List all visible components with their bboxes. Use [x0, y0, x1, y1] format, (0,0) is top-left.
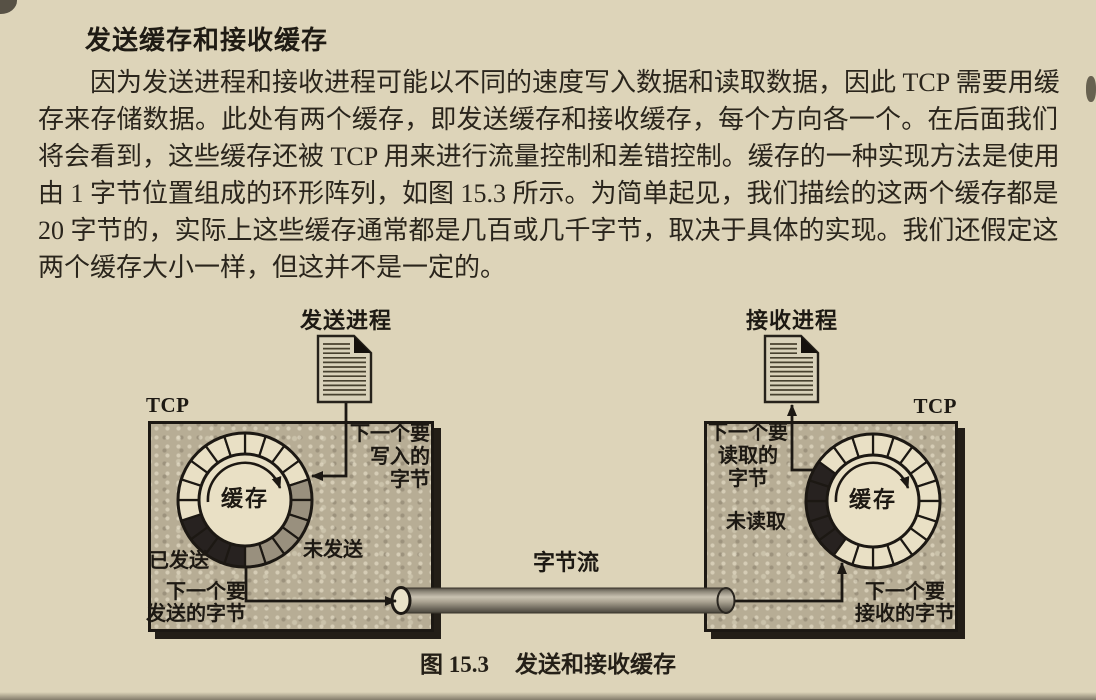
- figure-caption-number: 图 15.3: [420, 652, 489, 677]
- unsent-label: 未发送: [303, 539, 363, 561]
- read-arrow: [787, 404, 814, 472]
- unread-label: 未读取: [726, 511, 786, 533]
- next-byte-to-write-label: 下一个要 写入的 字节: [350, 423, 430, 491]
- rotation-arrow-right: [834, 461, 910, 503]
- receive-buffer-ring: [804, 432, 942, 570]
- paragraph-line: 两个缓存大小一样，但这并不是一定的。: [38, 253, 507, 282]
- rotation-arrow-left: [206, 461, 282, 503]
- ring-circle: [825, 453, 921, 549]
- ring-circle: [804, 432, 942, 570]
- figure-caption: 图 15.3 发送和接收缓存: [0, 645, 1096, 679]
- byte-stream-tube: [390, 586, 736, 615]
- sender-document-icon: [316, 334, 373, 404]
- tcp-label-receiver: TCP: [913, 394, 957, 418]
- paragraph-line: 由 1 字节位置组成的环形阵列，如图 15.3 所示。为简单起见，我们描绘的这两…: [38, 179, 1059, 208]
- section-heading: 发送缓存和接收缓存: [85, 25, 329, 55]
- write-arrow: [311, 401, 348, 481]
- receive-arrow: [712, 562, 847, 603]
- scan-bottom-shadow: [0, 692, 1096, 700]
- byte-stream-label: 字节流: [532, 550, 599, 575]
- ring-circle: [197, 452, 293, 548]
- paragraph-line: 将会看到，这些缓存还被 TCP 用来进行流量控制和差错控制。缓存的一种实现方法是…: [38, 142, 1060, 171]
- body-paragraph: 因为发送进程和接收进程可能以不同的速度写入数据和读取数据，因此 TCP 需要用缓…: [38, 64, 1060, 286]
- paragraph-line: 20 字节的，实际上这些缓存通常都是几百或几千字节，取决于具体的实现。我们还假定…: [38, 216, 1059, 245]
- scan-smudge-right-edge: [1086, 76, 1096, 102]
- receiver-document-icon: [763, 334, 820, 404]
- sent-label: 已发送: [149, 550, 209, 572]
- paragraph-line: 因为发送进程和接收进程可能以不同的速度写入数据和读取数据，因此 TCP 需要用缓: [90, 68, 1060, 97]
- receiving-process-label: 接收进程: [745, 308, 838, 333]
- send-buffer-label: 缓存: [220, 486, 269, 511]
- next-byte-to-send-label: 下一个要 发送的字节: [146, 581, 246, 625]
- next-byte-to-receive-label: 下一个要 接收的字节: [855, 581, 955, 625]
- sending-process-label: 发送进程: [299, 308, 392, 333]
- figure-caption-title: 发送和接收缓存: [515, 652, 676, 677]
- tcp-label-sender: TCP: [146, 393, 190, 417]
- send-arrow: [244, 567, 397, 606]
- next-byte-to-read-label: 下一个要 读取的 字节: [708, 422, 788, 490]
- receive-buffer-label: 缓存: [848, 487, 897, 512]
- paragraph-line: 存来存储数据。此处有两个缓存，即发送缓存和接收缓存，每个方向各一个。在后面我们: [38, 105, 1058, 134]
